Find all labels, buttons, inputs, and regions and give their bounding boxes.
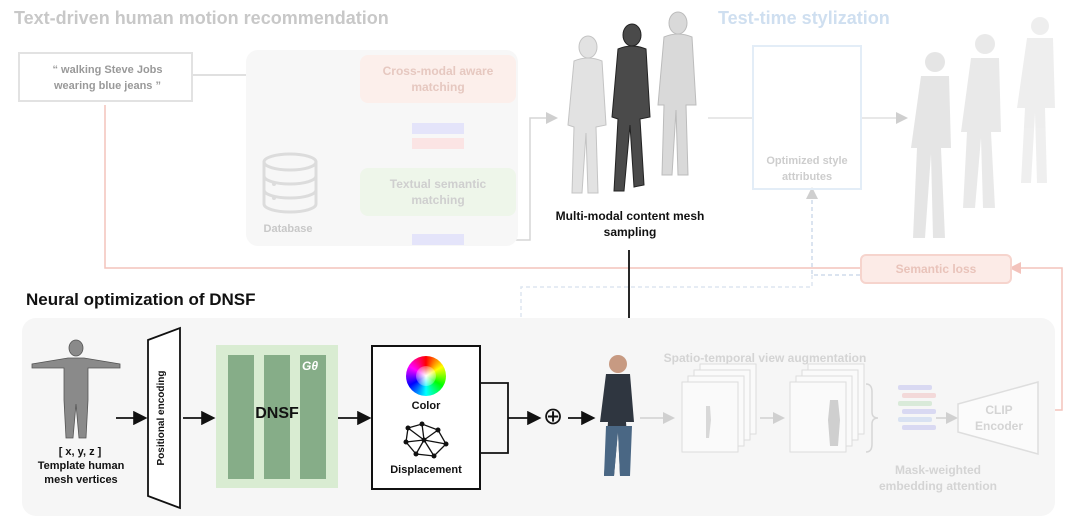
augmented-views-stack-1 [681,363,757,453]
augmented-views-stack-2 [789,363,879,453]
database-icon [262,152,318,214]
cross-modal-label: Cross-modal aware matching [382,64,494,94]
textual-semantic-box: Textual semantic matching [360,168,516,216]
feature-bar-1 [412,123,464,134]
template-coords: [ x, y, z ] [58,446,102,458]
feature-bar-2 [412,138,464,149]
feature-bar-3 [412,234,464,245]
g-theta-label: Gθ [302,359,319,373]
clip-encoder-label: CLIP Encoder [974,403,1023,433]
semantic-loss-box: Semantic loss [860,254,1012,284]
color-wheel-icon [406,356,446,396]
dnsf-label: DNSF [255,405,299,422]
database-label: Database [263,223,313,235]
displacement-label: Displacement [390,464,462,476]
text-prompt-box: “ walking Steve Jobs wearing blue jeans … [18,52,193,102]
title-test-time-stylization: Test-time stylization [718,8,890,28]
stylized-human-image [600,355,634,476]
dnsf-network: Gθ DNSF [216,345,338,488]
dnsf-layer-2 [264,355,290,479]
dnsf-layer-3 [300,355,326,479]
optimized-style-label: Optimized style attributes [766,155,848,183]
clip-encoder-shape [957,381,1039,455]
mesh-sampling-label: Multi-modal content mesh sampling [555,209,705,239]
dnsf-layer-1 [228,355,254,479]
semantic-loss-label: Semantic loss [895,262,977,276]
textual-semantic-label: Textual semantic matching [389,177,487,207]
template-label: Template human mesh vertices [37,460,125,486]
spatio-temporal-label: Spatio-temporal view augmentation [663,351,867,365]
oplus-operator: ⊕ [542,403,564,430]
title-text-driven-recommendation: Text-driven human motion recommendation [14,8,389,28]
dnsf-output-box: Color Displacement [371,345,481,490]
displacement-mesh-icon [403,421,449,459]
color-label: Color [411,400,441,412]
stylized-output-image [911,17,1055,238]
positional-encoding-label: Positional encoding [156,370,167,466]
content-meshes-image [567,11,697,194]
style-attributes-box: Optimized style attributes [752,45,862,190]
text-prompt: “ walking Steve Jobs wearing blue jeans … [52,64,163,92]
embedding-bars [898,385,936,430]
cross-modal-box: Cross-modal aware matching [360,55,516,103]
mask-weighted-label: Mask-weighted embedding attention [879,463,997,493]
template-mesh-image [31,339,121,439]
title-neural-optimization: Neural optimization of DNSF [26,290,256,309]
